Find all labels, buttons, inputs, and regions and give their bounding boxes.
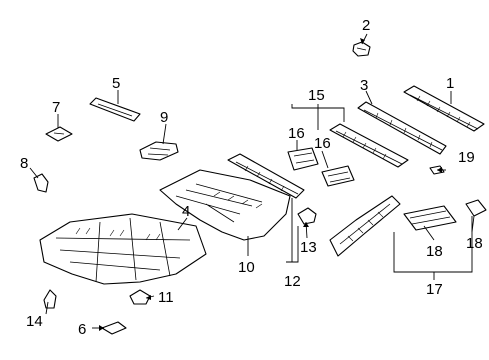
part-11-bracket <box>129 289 151 305</box>
callout-6: 6 <box>78 321 86 338</box>
part-16-bracket-right <box>321 165 355 187</box>
callout-18-right: 18 <box>466 235 483 252</box>
callout-1: 1 <box>446 75 454 92</box>
callout-11: 11 <box>158 289 174 306</box>
callout-7: 7 <box>52 99 60 116</box>
part-5-reinforcement <box>89 97 141 122</box>
part-18-member-left <box>403 205 457 231</box>
part-1-floor-side-member <box>403 85 485 132</box>
leader-arrows <box>99 38 442 331</box>
callout-8: 8 <box>20 155 28 172</box>
callout-14: 14 <box>26 313 43 330</box>
callout-5: 5 <box>112 75 120 92</box>
callout-18-left: 18 <box>426 243 443 260</box>
callout-3: 3 <box>360 77 368 94</box>
part-7-pad <box>45 126 73 142</box>
callout-labels: 1 2 3 15 16 16 19 5 7 9 8 4 10 13 12 18 … <box>20 17 483 338</box>
part-9-bracket <box>139 141 179 161</box>
part-18-member-right <box>465 199 487 217</box>
part-6-pad <box>101 321 127 335</box>
callout-2: 2 <box>362 17 370 34</box>
callout-10: 10 <box>238 259 255 276</box>
part-3-cross-member <box>357 101 447 155</box>
callout-19: 19 <box>458 149 475 166</box>
part-14-hook <box>43 289 57 309</box>
part-17-side-member <box>329 195 401 257</box>
callout-15: 15 <box>308 87 325 104</box>
callout-9: 9 <box>160 109 168 126</box>
part-10-floor-pan <box>159 169 291 241</box>
callout-16-right: 16 <box>314 135 331 152</box>
part-8-hook <box>33 173 49 193</box>
callout-13: 13 <box>300 239 317 256</box>
part-16-bracket-left <box>287 147 319 171</box>
callout-16-left: 16 <box>288 125 305 142</box>
callout-12: 12 <box>284 273 301 290</box>
part-13-plug <box>297 207 317 225</box>
part-12-rocker-rail <box>227 153 305 199</box>
part-15-cross-member-assembly <box>329 123 409 168</box>
callout-17: 17 <box>426 281 443 298</box>
callout-4: 4 <box>182 203 190 220</box>
part-2-bracket <box>352 41 371 57</box>
part-4-rear-floor-pan <box>39 213 207 285</box>
